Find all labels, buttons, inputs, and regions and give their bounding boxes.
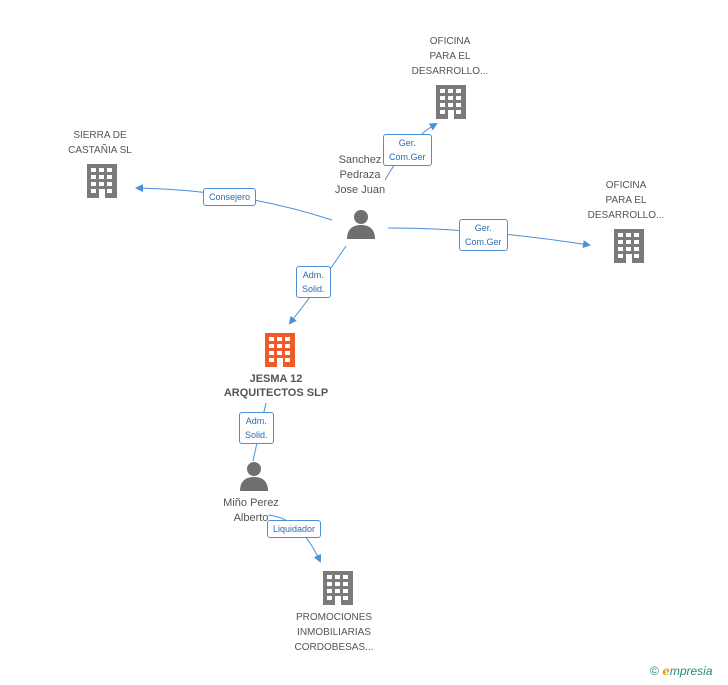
node-promociones-label[interactable]: PROMOCIONES INMOBILIARIAS CORDOBESAS... [274, 610, 394, 655]
node-line: INMOBILIARIAS [297, 627, 371, 638]
node-oficina-top-label[interactable]: OFICINA PARA EL DESARROLLO... [390, 34, 510, 79]
node-line: CORDOBESAS... [294, 642, 374, 653]
node-line: DESARROLLO... [411, 66, 489, 77]
building-icon[interactable] [86, 164, 118, 198]
node-line: PROMOCIONES [295, 612, 373, 623]
edge-line: Solid. [245, 430, 268, 440]
node-sierra-label[interactable]: SIERRA DE CASTAÑIA SL [40, 128, 160, 158]
node-mino-label[interactable]: Miño Perez Alberto [201, 496, 301, 526]
node-line: Pedraza [339, 169, 381, 181]
brand-initial: e [662, 664, 670, 678]
edge-consejero-badge[interactable]: Consejero [203, 188, 257, 206]
edge-line: Adm. [302, 270, 324, 280]
node-jesma-label[interactable]: JESMA 12 ARQUITECTOS SLP [206, 372, 346, 400]
node-sanchez-label[interactable]: Sanchez Pedraza Jose Juan [310, 153, 410, 198]
edge-ger-top-badge[interactable]: Ger. Com.Ger [383, 134, 432, 166]
empresia-brand[interactable]: © empresia [650, 664, 713, 678]
copyright-symbol: © [650, 664, 659, 678]
node-line: OFICINA [429, 36, 471, 47]
edge-ger-right-badge[interactable]: Ger. Com.Ger [459, 219, 508, 251]
node-line: Sanchez [338, 154, 382, 166]
edge-liquidador-badge[interactable]: Liquidador [267, 520, 322, 538]
node-line: ARQUITECTOS SLP [223, 387, 329, 399]
node-line: SIERRA DE [73, 130, 127, 141]
main-building-icon[interactable] [264, 333, 296, 367]
building-icon[interactable] [322, 571, 354, 605]
edge-line: Com.Ger [465, 237, 502, 247]
edge-line: Ger. [474, 223, 492, 233]
person-icon[interactable] [346, 209, 376, 239]
node-line: JESMA 12 [249, 373, 303, 385]
node-line: PARA EL [605, 195, 647, 206]
brand-name: mpresia [669, 664, 713, 678]
edge-line: Liquidador [273, 524, 316, 534]
edge-line: Com.Ger [389, 152, 426, 162]
building-icon[interactable] [613, 229, 645, 263]
node-line: CASTAÑIA SL [68, 145, 132, 156]
node-line: Miño Perez [223, 497, 279, 509]
node-line: PARA EL [429, 51, 471, 62]
edge-line: Consejero [209, 192, 251, 202]
node-line: OFICINA [605, 180, 647, 191]
node-line: Jose Juan [334, 184, 386, 196]
edge-line: Ger. [398, 138, 416, 148]
building-icon[interactable] [435, 85, 467, 119]
edge-line: Solid. [302, 284, 325, 294]
node-line: DESARROLLO... [587, 210, 665, 221]
edge-adm-sanchez-badge[interactable]: Adm. Solid. [296, 266, 331, 298]
node-line: Alberto [233, 512, 269, 524]
edge-line: Adm. [245, 416, 267, 426]
edge-adm-mino-badge[interactable]: Adm. Solid. [239, 412, 274, 444]
person-icon[interactable] [239, 461, 269, 491]
node-oficina-right-label[interactable]: OFICINA PARA EL DESARROLLO... [566, 178, 686, 223]
